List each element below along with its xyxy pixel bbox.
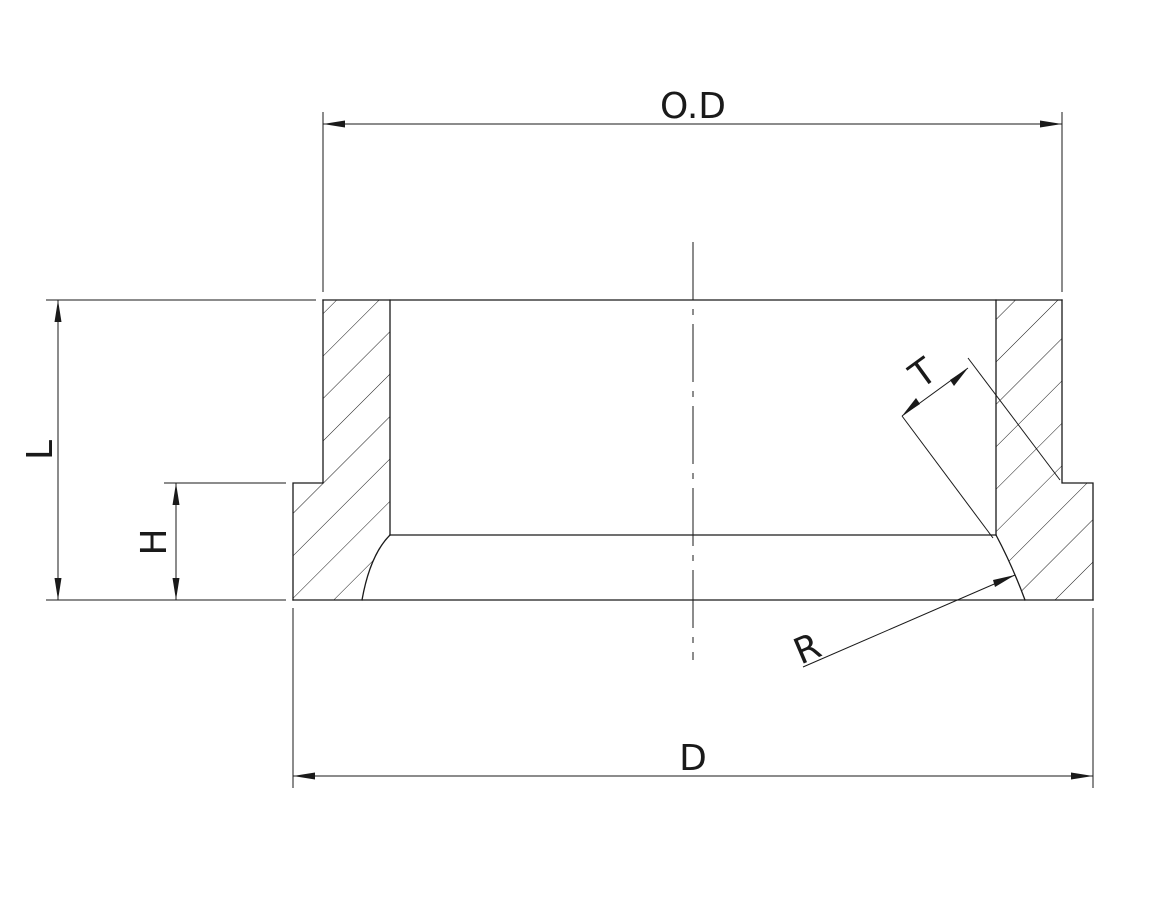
h-dimension xyxy=(164,482,286,600)
left-wall-hatch xyxy=(293,300,390,600)
h-label: H xyxy=(134,528,175,555)
d-dimension xyxy=(292,608,1094,788)
od-label: O.D xyxy=(660,86,726,127)
od-dimension xyxy=(322,112,1063,292)
l-label: L xyxy=(20,440,61,460)
d-label: D xyxy=(679,738,707,779)
right-wall-hatch xyxy=(996,300,1093,600)
r-dimension xyxy=(802,574,1016,668)
t-dimension xyxy=(901,357,1061,539)
l-dimension xyxy=(46,299,316,601)
r-label: R xyxy=(788,626,827,674)
t-label: T xyxy=(901,350,945,397)
